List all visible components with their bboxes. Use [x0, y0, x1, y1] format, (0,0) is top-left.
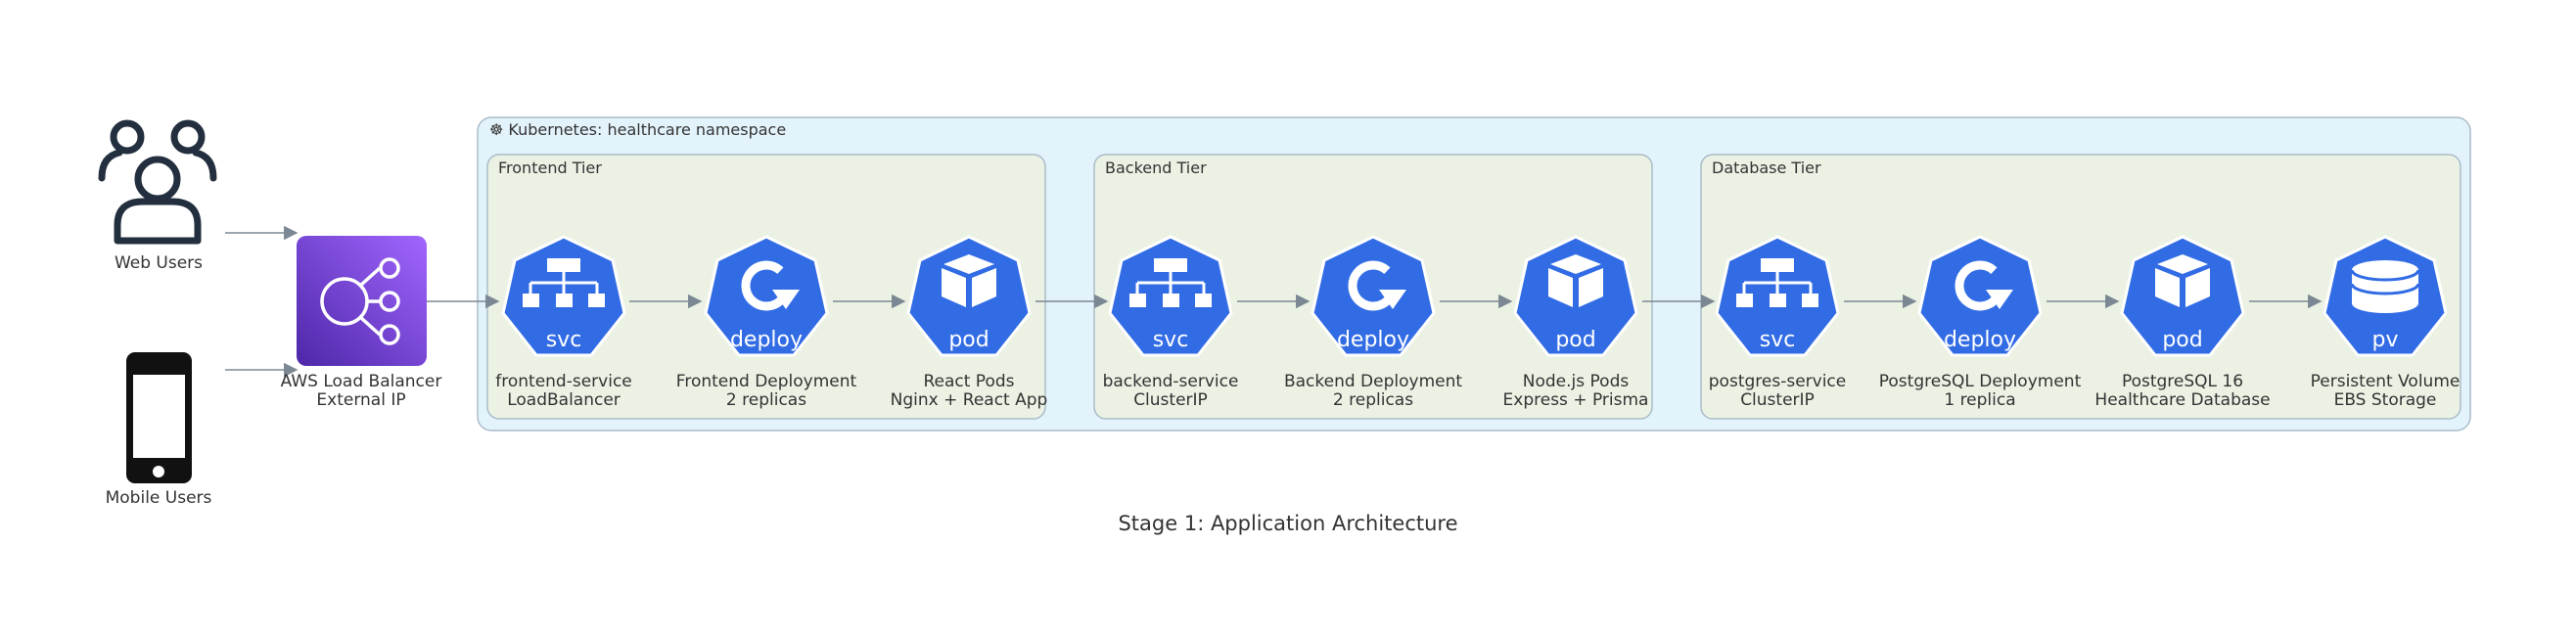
service-icon: svc: [1108, 235, 1233, 357]
deployment-badge: deploy: [1337, 328, 1409, 352]
edges: [225, 225, 2323, 378]
elb-label-line1: AWS Load Balancer: [281, 372, 442, 391]
node-label-line2: EBS Storage: [2334, 390, 2437, 410]
node-label-line2: ClusterIP: [1133, 390, 1208, 410]
postgres-service-node: svc postgres-service ClusterIP: [1709, 235, 1846, 410]
node-label-line2: 2 replicas: [1333, 390, 1413, 410]
frontend-service-node: svc frontend-service LoadBalancer: [495, 235, 632, 410]
pv-badge: pv: [2372, 328, 2399, 352]
aws-load-balancer-node: AWS Load Balancer External IP: [281, 236, 442, 410]
backend-tier-label: Backend Tier: [1105, 159, 1207, 177]
database-tier-cluster: Database Tier: [1700, 154, 2461, 420]
namespace-label: ☸ Kubernetes: healthcare namespace: [489, 120, 786, 139]
deployment-badge: deploy: [730, 328, 803, 352]
deployment-icon: deploy: [1311, 235, 1436, 357]
node-label-line1: Node.js Pods: [1523, 372, 1630, 391]
diagram-caption: Stage 1: Application Architecture: [1118, 512, 1457, 535]
node-label-line1: postgres-service: [1709, 372, 1846, 391]
pod-badge: pod: [1555, 328, 1595, 352]
elb-label-line2: External IP: [316, 390, 405, 410]
service-badge: svc: [1760, 328, 1796, 352]
postgres-pod-node: pod PostgreSQL 16 Healthcare Database: [2094, 235, 2271, 410]
web-users-label: Web Users: [115, 253, 203, 273]
node-label-line1: Frontend Deployment: [676, 372, 857, 391]
react-pods-node: pod React Pods Nginx + React App: [891, 235, 1048, 410]
users-icon: [98, 119, 217, 245]
node-label-line2: Nginx + React App: [891, 390, 1048, 410]
web-users-node: Web Users: [98, 119, 217, 273]
node-label-line2: 1 replica: [1944, 390, 2015, 410]
node-label-line1: Persistent Volume: [2311, 372, 2461, 391]
service-icon: svc: [1715, 235, 1840, 357]
pod-icon: pod: [2120, 235, 2245, 357]
node-label-line2: Healthcare Database: [2094, 390, 2270, 410]
mobile-users-node: Mobile Users: [106, 352, 212, 508]
frontend-deployment-node: deploy Frontend Deployment 2 replicas: [676, 235, 857, 410]
service-icon: svc: [501, 235, 626, 357]
node-label-line2: 2 replicas: [726, 390, 806, 410]
node-label-line2: LoadBalancer: [507, 390, 621, 410]
nodejs-pods-node: pod Node.js Pods Express + Prisma: [1503, 235, 1649, 410]
pod-icon: pod: [1513, 235, 1638, 357]
postgres-deployment-node: deploy PostgreSQL Deployment 1 replica: [1879, 235, 2082, 410]
node-label-line1: PostgreSQL 16: [2122, 372, 2243, 391]
node-label-line1: frontend-service: [495, 372, 632, 391]
node-label-line1: React Pods: [923, 372, 1014, 391]
node-label-line1: Backend Deployment: [1284, 372, 1462, 391]
deployment-badge: deploy: [1944, 328, 2016, 352]
mobile-users-label: Mobile Users: [106, 488, 212, 508]
elb-icon: [297, 236, 427, 366]
backend-deployment-node: deploy Backend Deployment 2 replicas: [1284, 235, 1462, 410]
backend-service-node: svc backend-service ClusterIP: [1103, 235, 1239, 410]
node-label-line1: backend-service: [1103, 372, 1239, 391]
pod-icon: pod: [906, 235, 1032, 357]
persistent-volume-node: pv Persistent Volume EBS Storage: [2311, 235, 2461, 410]
deployment-icon: deploy: [1917, 235, 2043, 357]
node-label-line1: PostgreSQL Deployment: [1879, 372, 2082, 391]
deployment-icon: deploy: [704, 235, 829, 357]
pod-badge: pod: [2162, 328, 2202, 352]
node-label-line2: ClusterIP: [1740, 390, 1815, 410]
frontend-tier-label: Frontend Tier: [498, 159, 602, 177]
pod-badge: pod: [948, 328, 989, 352]
mobile-phone-icon: [126, 352, 192, 483]
database-tier-label: Database Tier: [1712, 159, 1821, 177]
service-badge: svc: [546, 328, 582, 352]
database-cylinder-icon: pv: [2323, 235, 2448, 357]
service-badge: svc: [1153, 328, 1189, 352]
node-label-line2: Express + Prisma: [1503, 390, 1649, 410]
